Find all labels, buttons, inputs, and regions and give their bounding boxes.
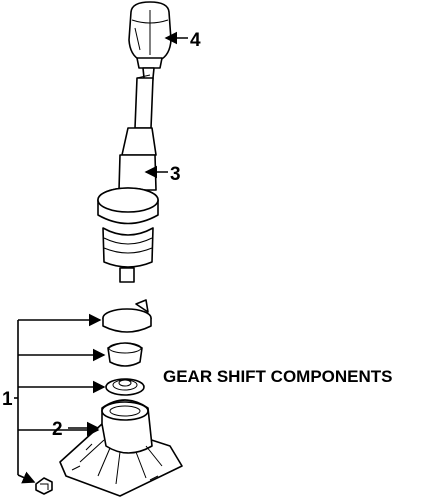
- callout-3: 3: [170, 164, 181, 185]
- mounting-bolt: [35, 477, 53, 495]
- retaining-clip: [102, 299, 152, 333]
- shift-lever: [97, 67, 159, 283]
- pivot-bushing: [107, 342, 143, 367]
- spring-seat: [105, 378, 145, 396]
- shift-knob: [128, 1, 172, 69]
- shifter-housing: [59, 399, 183, 497]
- callout-4: 4: [190, 30, 201, 51]
- callout-1: 1: [2, 389, 13, 410]
- callout-2: 2: [52, 419, 63, 440]
- diagram-title: GEAR SHIFT COMPONENTS: [163, 367, 393, 386]
- callout-1-bracket: [14, 313, 106, 484]
